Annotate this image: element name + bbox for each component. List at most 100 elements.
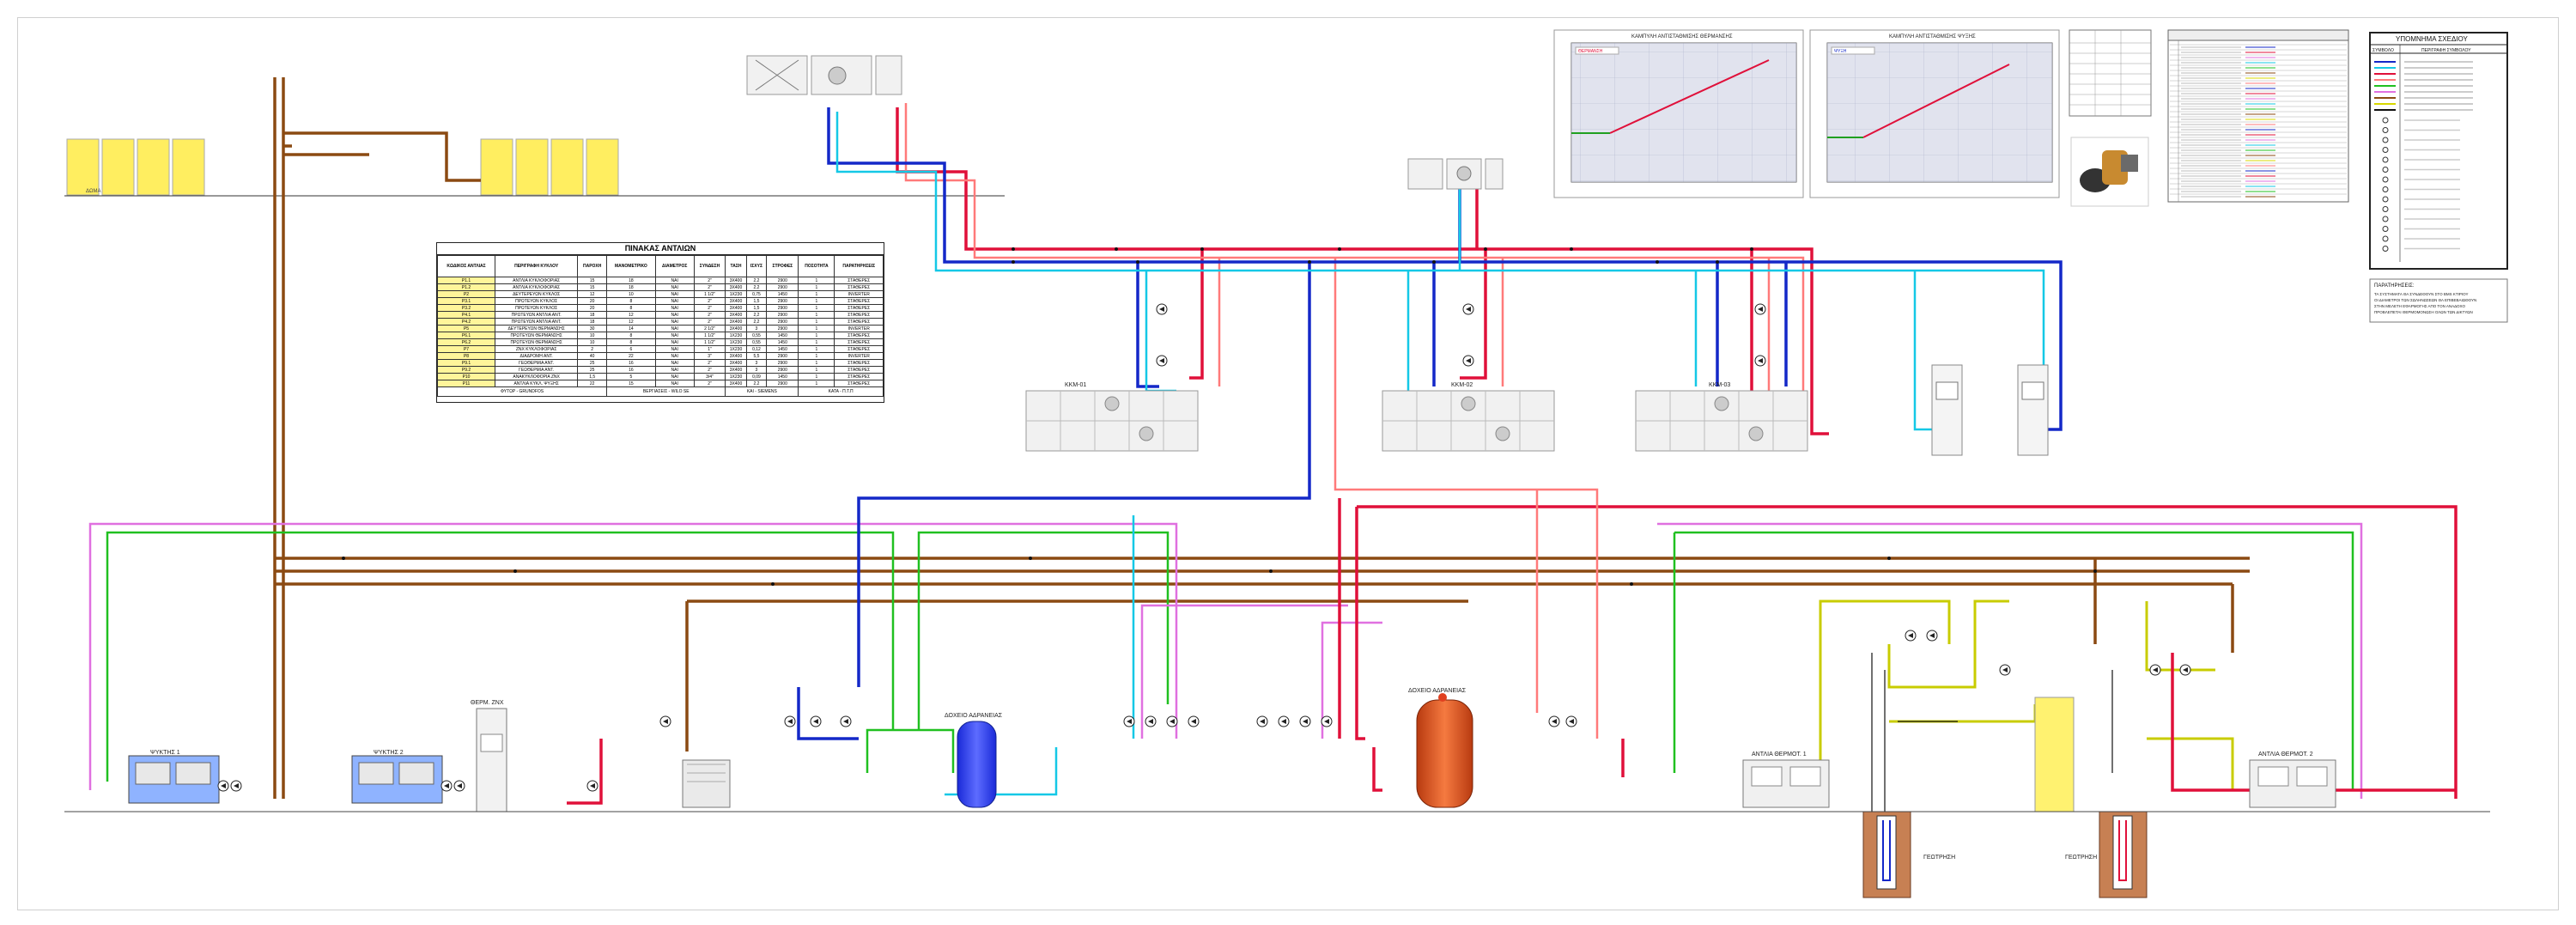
pump-arrow-icon: [2183, 667, 2188, 672]
legend-symbol: [2382, 216, 2389, 222]
table-cell: ΣΤΑΘΕΡΕΣ: [834, 338, 884, 346]
heating-curve-chart: [1553, 29, 1804, 198]
table-cell: 2": [693, 380, 726, 387]
heat-pump-1: [1742, 759, 1830, 808]
geothermal-2-label: ΓΕΩΤΡΗΣΗ: [2065, 855, 2097, 861]
table-cell: ΑΝΤΛΙΑ ΚΥΚΛ. ΨΥΞΗΣ: [495, 380, 579, 387]
hp2-label: ΑΝΤΛΙΑ ΘΕΡΜΟΤ. 2: [2258, 752, 2313, 758]
table-cell: ΝΑΙ: [654, 352, 695, 360]
notes-line-3: ΣΤΗΝ ΜΕΛΕΤΗ ΕΦΑΡΜΟΓΗΣ ΑΠΟ ΤΟΝ ΑΝΑΔΟΧΟ: [2374, 304, 2466, 308]
cooling-chart-title: ΚΑΜΠΥΛΗ ΑΝΤΙΣΤΑΘΜΙΣΗΣ ΨΥΞΗΣ: [1889, 34, 1976, 40]
boiler: [682, 759, 731, 808]
table-cell: ΠΡΩΤΕΥΩΝ ΚΥΚΛΟΣ: [495, 297, 579, 305]
table-cell: 16: [606, 366, 656, 374]
table-cell: 1: [798, 373, 835, 380]
heating-chart-legend: ΘΕΡΜΑΝΣΗ: [1578, 49, 1603, 54]
table-cell: 0,09: [745, 373, 768, 380]
table-cell: Ρ4.2: [436, 318, 496, 326]
table-cell: 8: [606, 332, 656, 339]
legend-symbol: [2382, 226, 2389, 232]
table-cell: ΣΤΑΘΕΡΕΣ: [834, 283, 884, 291]
pump-table-header: ΠΑΡΑΤΗΡΗΣΕΙΣ: [834, 255, 884, 277]
legend-symbol: [2382, 147, 2389, 153]
pump-table-footer-cell: ΚΑΤΑ - Π.Τ.Π: [798, 386, 884, 397]
table-cell: 1: [798, 318, 835, 326]
table-cell: 1: [798, 277, 835, 284]
legend-symbol: [2382, 235, 2389, 242]
pump-arrow-icon: [1908, 633, 1913, 638]
pump-arrow-icon: [843, 719, 848, 724]
table-cell: ΝΑΙ: [654, 290, 695, 298]
table-cell: INVERTER: [834, 352, 884, 360]
hot-buffer-tank: [1416, 693, 1473, 808]
table-cell: ΓΕΩΘΕΡΜΙΑ ΑΝΤ.: [495, 366, 579, 374]
table-cell: ΝΑΙ: [654, 325, 695, 332]
drawing-frame: [17, 17, 2559, 910]
table-cell: ΣΤΑΘΕΡΕΣ: [834, 373, 884, 380]
hot-return-pipes: [904, 103, 1805, 739]
table-cell: 18: [606, 283, 656, 291]
dhw-tank-label: ΘΕΡΜ. ΖΝΧ: [471, 700, 504, 706]
table-cell: ΝΑΙ: [654, 283, 695, 291]
pump-table-footer-cell: ΒΕΡΓΙΑΣΕΙΣ - WILO SE: [606, 386, 726, 397]
legend-symbol: [2382, 186, 2389, 192]
roof-units-left: [66, 138, 205, 196]
table-cell: 2900: [766, 366, 799, 374]
table-cell: 1 1/2": [693, 290, 726, 298]
table-cell: 1: [798, 290, 835, 298]
legend-symbol: [2382, 246, 2389, 252]
pump-arrow-icon: [234, 783, 239, 788]
table-cell: 1: [798, 352, 835, 360]
table-cell: 1450: [766, 290, 799, 298]
chiller-1: [128, 755, 220, 804]
pipe-junctions: [342, 247, 2097, 586]
table-cell: ΣΤΑΘΕΡΕΣ: [834, 311, 884, 319]
table-cell: Ρ11: [436, 380, 496, 387]
table-cell: Ρ6.1: [436, 332, 496, 339]
table-cell: 3Χ400: [725, 283, 747, 291]
pump-table-header: ΙΣΧΥΣ: [745, 255, 768, 277]
pump-table-title: ΠΙΝΑΚΑΣ ΑΝΤΛΙΩΝ: [437, 243, 884, 255]
table-cell: 2": [693, 366, 726, 374]
table-cell: 0,55: [745, 338, 768, 346]
legend-symbol: [2382, 196, 2389, 203]
table-cell: ΝΑΙ: [654, 277, 695, 284]
table-cell: 3Χ400: [725, 297, 747, 305]
pump-table-header: ΠΕΡΙΓΡΑΦΗ ΚΥΚΛΟΥ: [495, 255, 579, 277]
geothermal-well-2: [2099, 811, 2148, 898]
table-cell: 3Χ400: [725, 277, 747, 284]
notes-line-2: ΟΙ ΔΙΑΜΕΤΡΟΙ ΤΩΝ ΣΩΛΗΝΩΣΕΩΝ ΘΑ ΕΠΙΒΕΒΑΙΩ…: [2374, 298, 2476, 302]
table-cell: 15: [577, 283, 608, 291]
table-cell: 3Χ400: [725, 366, 747, 374]
table-cell: 2900: [766, 277, 799, 284]
table-cell: ΝΑΙ: [654, 332, 695, 339]
table-cell: 30: [577, 325, 608, 332]
pump-table-header: ΤΑΣΗ: [725, 255, 747, 277]
table-cell: 3: [745, 325, 768, 332]
pump-arrow-icon: [1303, 719, 1308, 724]
storage-vessel-yellow: [2034, 697, 2075, 812]
table-cell: ΠΡΩΤΕΥΩΝ ΘΕΡΜΑΝΣΗΣ: [495, 338, 579, 346]
pump-arrow-icon: [1170, 719, 1175, 724]
table-cell: 1: [798, 283, 835, 291]
table-cell: Ρ3.2: [436, 304, 496, 312]
table-cell: ΠΡΩΤΕΥΩΝ ΚΥΚΛΟΣ: [495, 304, 579, 312]
table-cell: Ρ6.2: [436, 338, 496, 346]
pump-arrow-icon: [663, 719, 668, 724]
spec-table-small: [2069, 29, 2152, 117]
table-cell: ΑΝΤΛΙΑ ΚΥΚΛΟΦΟΡΙΑΣ: [495, 277, 579, 284]
table-cell: 3": [693, 352, 726, 360]
pump-arrow-icon: [590, 783, 595, 788]
geothermal-well-1: [1862, 811, 1911, 898]
table-cell: 1,5: [745, 297, 768, 305]
